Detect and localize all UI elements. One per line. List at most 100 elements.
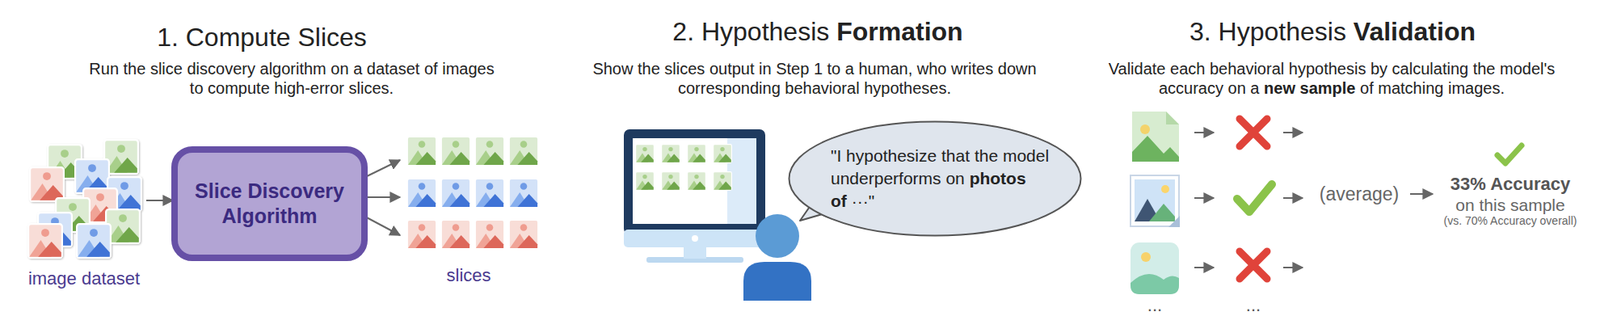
small-arrows xyxy=(1283,197,1303,199)
person-icon xyxy=(743,214,812,301)
operation-label: (average) xyxy=(1319,183,1399,205)
result-marks xyxy=(1497,145,1522,164)
box-label: Slice Discovery Algorithm xyxy=(185,178,354,230)
slice-thumbnails xyxy=(509,178,539,208)
small-arrows xyxy=(1194,132,1433,268)
step-description: new sample xyxy=(1263,79,1356,97)
ellipsis-group: ... xyxy=(1246,294,1261,317)
monitor-icon xyxy=(623,129,766,235)
bubble-text: "I hypothesize that the model underperfo… xyxy=(830,144,1056,213)
image-pile xyxy=(28,223,63,258)
slice-thumbnails xyxy=(475,178,505,208)
slice-thumbnails xyxy=(407,219,437,249)
sample-images xyxy=(1140,124,1150,135)
step-heading-group: 1. Compute Slices xyxy=(156,21,367,54)
result-marks xyxy=(1239,251,1268,279)
sample-images xyxy=(1130,175,1179,227)
step-description-group: Show the slices output in Step 1 to a hu… xyxy=(576,58,1053,99)
speech-text: ···" xyxy=(851,191,875,211)
algorithm-box: Slice Discovery Algorithm xyxy=(171,146,368,262)
bubble-outline xyxy=(789,122,1082,236)
monitor-icon xyxy=(623,229,766,248)
sample-images xyxy=(1161,185,1170,194)
person-icon xyxy=(743,261,812,301)
monitor-icon xyxy=(635,172,655,191)
monitor-icon xyxy=(713,144,733,164)
step-heading-group: 3. HypothesisValidation xyxy=(1189,16,1476,48)
result-note: on this sample xyxy=(1455,195,1565,215)
monitor-icon xyxy=(687,144,707,164)
step-heading: 2. Hypothesis xyxy=(672,16,830,47)
slice-thumbnails xyxy=(475,136,505,166)
image-caption: image dataset xyxy=(28,268,140,289)
sample-images xyxy=(1130,111,1180,295)
sample-images xyxy=(1132,135,1179,162)
step-description-group: Run the slice discovery algorithm on a d… xyxy=(81,58,502,99)
image-caption-group: image dataset xyxy=(28,268,140,291)
step-heading-group: 2. HypothesisFormation xyxy=(672,16,963,48)
flow-arrows xyxy=(362,214,400,236)
monitor-icon xyxy=(623,129,766,263)
monitor-icon xyxy=(691,235,699,242)
ellipsis: ... xyxy=(1147,294,1163,316)
image-pile xyxy=(76,223,111,258)
monitor-icon xyxy=(661,144,681,164)
slice-thumbnails xyxy=(509,136,539,166)
image-caption-group: slices xyxy=(446,265,491,287)
slice-thumbnails xyxy=(441,178,471,208)
monitor-icon xyxy=(635,144,655,164)
step-description: of matching images. xyxy=(1360,79,1505,97)
sample-images xyxy=(1166,111,1179,125)
result-marks xyxy=(1237,184,1272,212)
flow-arrows xyxy=(146,199,173,202)
small-arrows xyxy=(1194,131,1214,134)
slice-thumbnails xyxy=(441,136,471,166)
monitor-icon xyxy=(661,172,681,191)
slice-thumbnails xyxy=(475,219,505,249)
result-value-group: 33% Accuracy xyxy=(1450,173,1571,196)
monitor-icon xyxy=(683,245,707,259)
sample-images xyxy=(1149,203,1175,222)
monitor-icon xyxy=(632,138,757,224)
slice-thumbnails xyxy=(509,219,539,249)
flow-arrows xyxy=(362,196,400,198)
small-arrows xyxy=(1283,266,1303,269)
box-text: Slice Discovery Algorithm xyxy=(177,178,362,230)
step-description: Run the slice discovery algorithm on a d… xyxy=(88,59,494,97)
sample-images xyxy=(1141,252,1151,262)
monitor-icon xyxy=(687,172,707,191)
small-arrows xyxy=(1194,197,1214,199)
small-arrows xyxy=(1283,131,1303,134)
result-comparison: (vs. 70% Accuracy overall) xyxy=(1444,214,1578,228)
speech-bubble: "I hypothesize that the model underperfo… xyxy=(787,120,1083,237)
slice-thumbnails xyxy=(407,136,539,249)
step-heading: 3. Hypothesis xyxy=(1189,16,1347,47)
step-heading: Formation xyxy=(836,16,963,47)
slice-thumbnails xyxy=(441,219,471,249)
sample-images xyxy=(1134,179,1175,222)
result-value: 33% Accuracy xyxy=(1450,173,1571,194)
slice-thumbnails xyxy=(407,136,437,166)
sample-images xyxy=(1130,273,1179,295)
result-comparison-group: (vs. 70% Accuracy overall) xyxy=(1444,214,1578,228)
small-arrows xyxy=(1194,266,1214,269)
operation-label-group: (average) xyxy=(1319,182,1399,206)
sample-images xyxy=(1132,111,1179,162)
monitor-icon xyxy=(713,172,733,191)
slice-thumbnails xyxy=(407,178,437,208)
image-pile xyxy=(29,167,64,202)
step-description: Show the slices output in Step 1 to a hu… xyxy=(592,59,1036,97)
flow-arrows xyxy=(362,160,400,179)
person-icon xyxy=(755,214,800,258)
result-note-group: on this sample xyxy=(1455,194,1565,216)
sample-images xyxy=(1130,242,1179,295)
small-arrows xyxy=(1410,193,1433,195)
ellipsis: ... xyxy=(1246,294,1261,316)
sample-images xyxy=(1168,215,1180,228)
step-description-group: Validate each behavioral hypothesis by c… xyxy=(1097,58,1567,99)
step-heading: 1. Compute Slices xyxy=(156,22,367,52)
image-caption: slices xyxy=(446,265,491,286)
result-marks xyxy=(1239,118,1268,147)
step-heading: Validation xyxy=(1353,16,1476,47)
